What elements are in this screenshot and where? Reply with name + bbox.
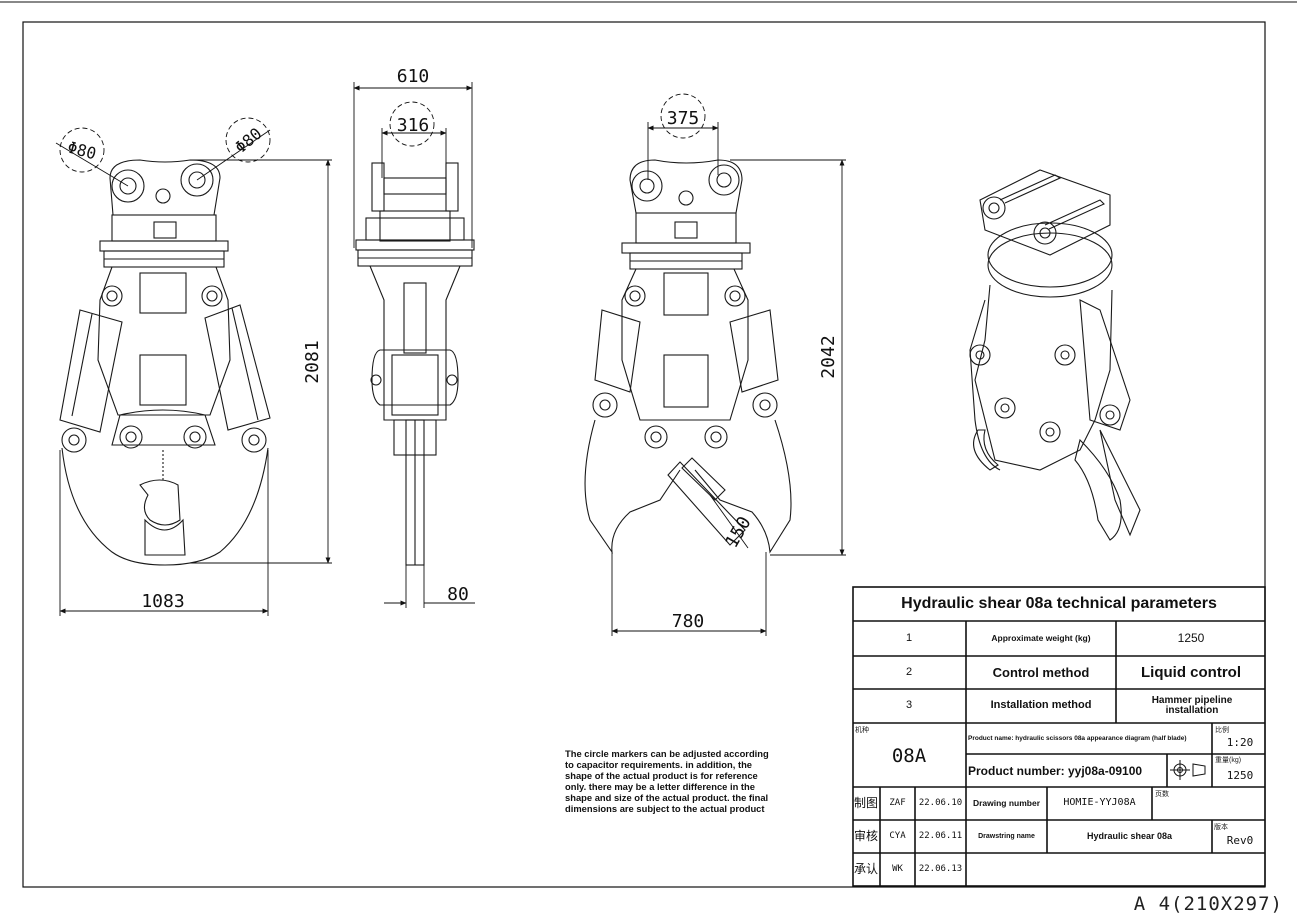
drawn-by: ZAF (889, 797, 906, 808)
weight-value: 1250 (1226, 769, 1254, 783)
dim-open-height: 2042 (818, 335, 839, 378)
checked-by: CYA (889, 830, 906, 841)
title-block-title: Hydraulic shear 08a technical parameters (901, 594, 1217, 612)
dim-front-pin-left: Φ80 (65, 138, 98, 164)
approved-date: 22.06.13 (918, 863, 963, 874)
weight-label: 重量(kg) (1215, 757, 1242, 764)
version-value: Rev0 (1226, 833, 1254, 847)
approved-by: WK (892, 863, 903, 874)
version-label: 版本 (1214, 824, 1228, 831)
dim-front-width: 1083 (141, 591, 184, 612)
drawstring-label: Drawstring name (978, 832, 1035, 840)
dim-side-width: 610 (397, 66, 430, 87)
drawing-number: HOMIE-YYJ08A (1063, 797, 1136, 809)
model-value: 08A (891, 745, 927, 768)
projection-symbol-icon (1170, 760, 1206, 780)
drawstring-value: Hydraulic shear 08a (1086, 830, 1173, 841)
pages-label: 页数 (1155, 791, 1169, 798)
param-value-1: 1250 (1177, 631, 1205, 646)
param-no-1: 1 (905, 631, 913, 644)
title-block: Hydraulic shear 08a technical parameters… (852, 587, 1266, 887)
approved-label: 承认 (853, 862, 878, 877)
param-no-2: 2 (905, 665, 913, 678)
checked-label: 审核 (853, 829, 878, 844)
param-value-2: Liquid control (1141, 663, 1241, 681)
param-name-3: Installation method (990, 699, 1092, 712)
drawn-date: 22.06.10 (918, 797, 963, 808)
checked-date: 22.06.11 (918, 830, 963, 841)
product-number: Product number: yyj08a-09100 (968, 763, 1143, 778)
side-view (355, 162, 475, 566)
dim-side-blade: 80 (447, 584, 469, 605)
param-value-3: Hammer pipeline installation (1151, 694, 1233, 716)
paper-size-label: A 4(210X297) (1133, 893, 1283, 915)
model-label: 机种 (855, 727, 869, 734)
drawing-number-label: Drawing number (972, 798, 1041, 809)
front-view (59, 159, 271, 566)
title-block-grid (852, 586, 1266, 887)
scale-label: 比例 (1215, 727, 1229, 734)
param-name-1: Approximate weight (kg) (991, 633, 1091, 644)
adjustment-note: The circle markers can be adjusted accor… (565, 748, 769, 814)
param-no-3: 3 (905, 699, 913, 712)
dim-open-pin-spacing: 375 (667, 108, 700, 129)
drawing-frame (22, 21, 1266, 888)
dim-side-pin-spacing: 316 (397, 115, 430, 136)
open-front-view (584, 159, 792, 555)
dim-open-width: 780 (672, 611, 705, 632)
dim-front-height: 2081 (302, 340, 323, 383)
drawn-label: 制图 (853, 796, 878, 811)
param-name-2: Control method (992, 664, 1090, 680)
dim-front-pin-right: Φ80 (231, 124, 265, 157)
dim-blade-offset: 150 (721, 513, 755, 552)
isometric-view (969, 169, 1141, 541)
product-name: Product name: hydraulic scissors 08a app… (968, 735, 1187, 743)
scale-value: 1:20 (1226, 736, 1254, 750)
